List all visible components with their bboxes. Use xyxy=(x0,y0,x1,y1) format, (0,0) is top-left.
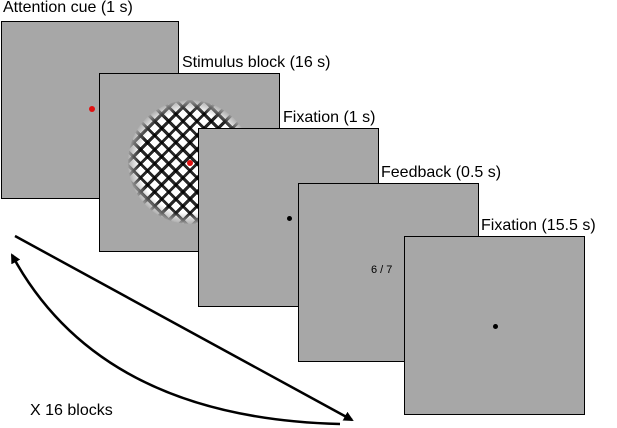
feedback-score-text: 6 / 7 xyxy=(371,264,393,276)
attention-cue-dot xyxy=(89,106,95,112)
fixation-2-dot xyxy=(493,324,498,329)
attention-cue-label: Attention cue (1 s) xyxy=(3,0,133,16)
repeat-arrow xyxy=(10,253,341,426)
fixation-1-label: Fixation (1 s) xyxy=(283,109,376,126)
stimulus-block-screen xyxy=(99,73,280,252)
fixation-2-screen xyxy=(404,236,585,415)
fixation-1-dot xyxy=(287,216,292,221)
feedback-label: Feedback (0.5 s) xyxy=(381,164,502,181)
fixation-2-label: Fixation (15.5 s) xyxy=(481,217,596,234)
repeat-count-label: X 16 blocks xyxy=(30,402,113,419)
stimulus-cue-dot xyxy=(187,160,193,166)
sequence-arrow xyxy=(14,234,354,422)
stimulus-block-label: Stimulus block (16 s) xyxy=(182,54,331,71)
